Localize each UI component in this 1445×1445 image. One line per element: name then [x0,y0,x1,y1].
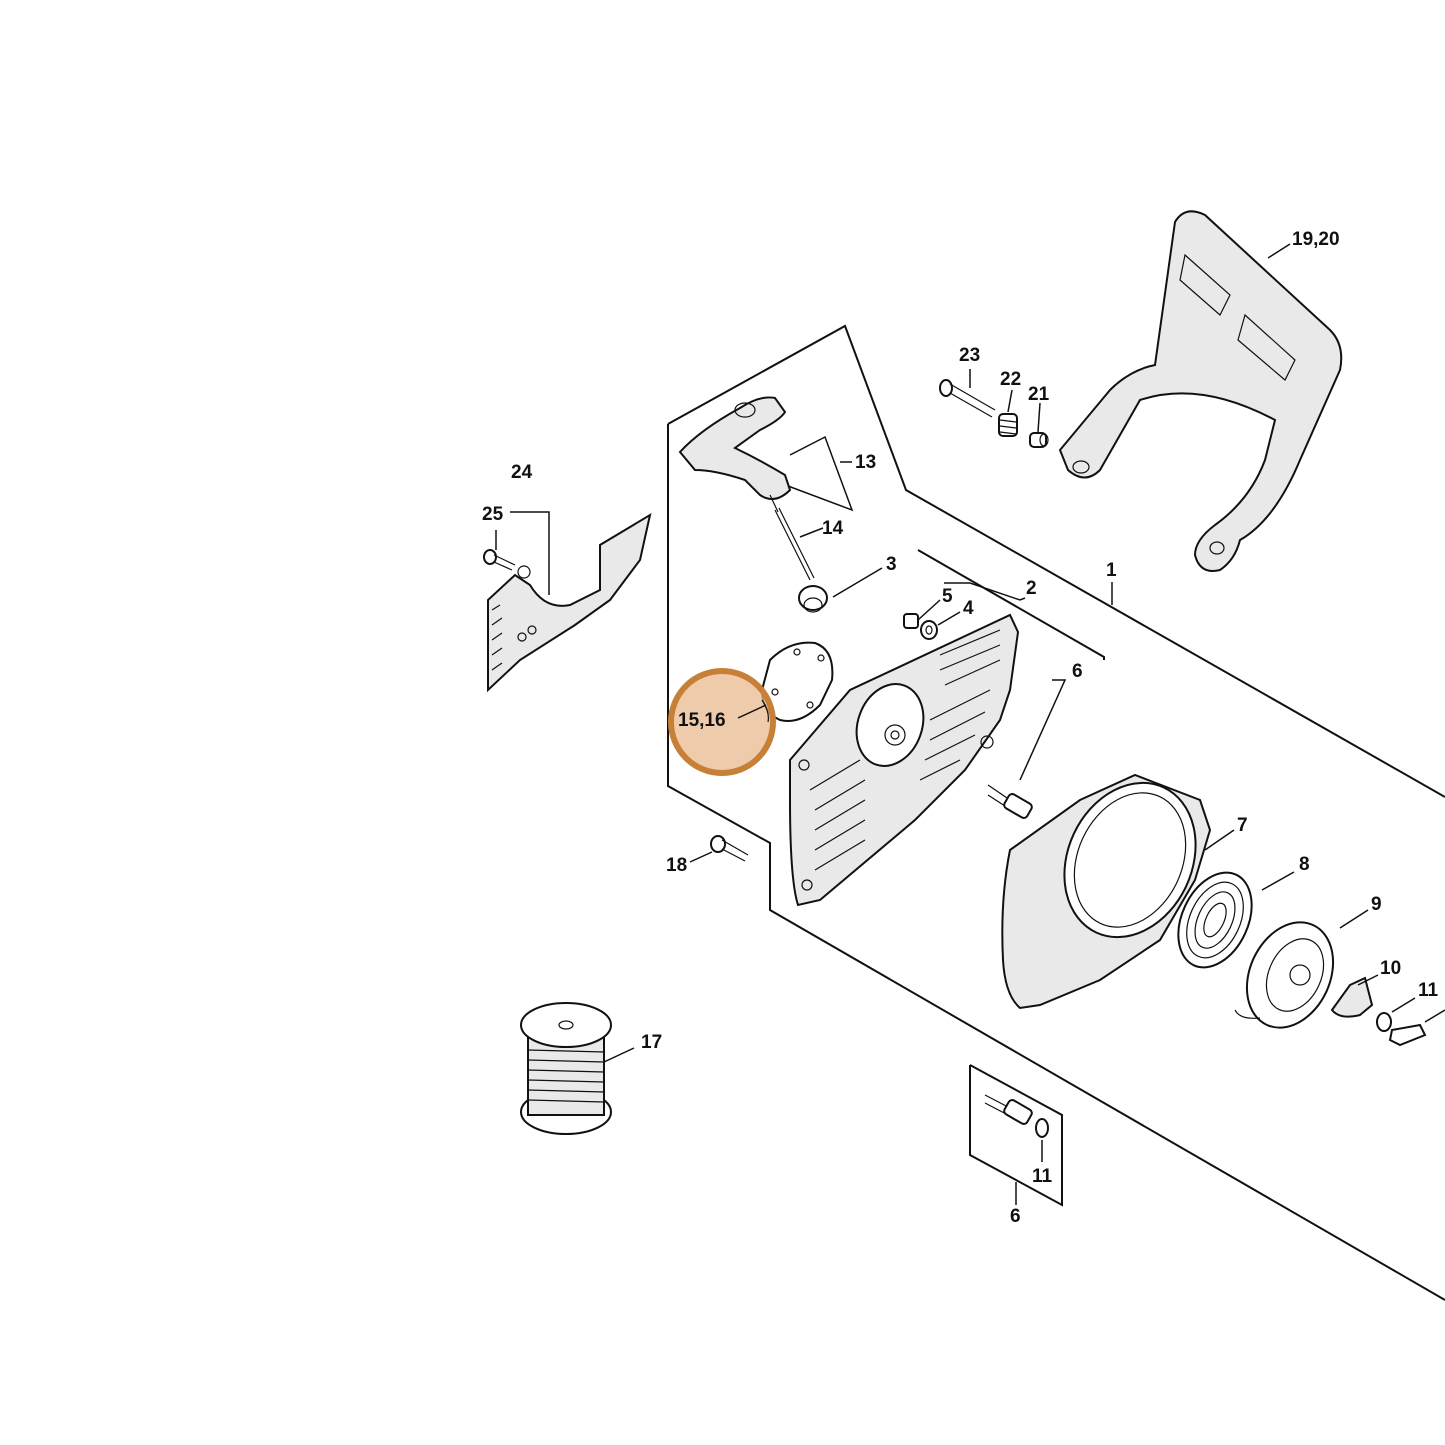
callout-25: 25 [482,504,504,525]
starter-cover-part [1001,773,1212,1010]
starter-rope-part [774,507,815,581]
starter-grip-part [678,396,792,513]
callout-9: 9 [1371,894,1382,915]
sleeve-21-part [1029,432,1049,448]
ring-11-kit-part [1035,1118,1049,1138]
callout-8: 8 [1299,854,1310,875]
callout-4: 4 [963,598,974,619]
callout-21: 21 [1028,384,1050,405]
spring-22-part [998,413,1018,437]
screw-5-part [903,613,919,629]
callout-10: 10 [1380,958,1401,979]
handguard-part [1058,210,1343,572]
callout-11-upper: 11 [1418,980,1439,1001]
callout-23: 23 [959,345,980,366]
rope-rotor-part [1234,921,1335,1029]
callout-2: 2 [1026,578,1037,599]
rope-reel-part [520,1002,612,1135]
bolt-6-kit-part [984,1094,1033,1125]
callout-17: 17 [641,1032,662,1053]
callout-1: 1 [1106,560,1117,581]
screw-25-part [483,549,516,571]
washer-4-part [920,620,938,640]
callout-18: 18 [666,855,687,876]
deflector-24-part [487,512,652,693]
pawl-10-part [1330,976,1374,1018]
callout-14: 14 [822,518,844,539]
callout-3: 3 [886,554,897,575]
rewind-spring-part [1177,871,1253,969]
kit-6-outline [969,1064,1063,1207]
fan-housing-part [789,613,1020,907]
callout-13: 13 [855,452,876,473]
bolt-6-part [987,784,1033,819]
callout-7: 7 [1237,815,1248,836]
spring-clip-11-part [1376,1012,1427,1047]
callout-5: 5 [942,586,953,607]
callout-15-16: 15,16 [678,710,726,731]
callout-22: 22 [1000,369,1021,390]
assembly-1-outline-left [667,424,1445,1301]
callout-24: 24 [511,462,533,483]
highlight-circle [668,668,776,776]
rope-bush-3-part [798,585,828,613]
callout-6-lower: 6 [1010,1206,1021,1227]
assembly-1-outline [667,324,1445,798]
callout-19-20: 19,20 [1292,229,1340,250]
callout-11-lower: 11 [1032,1166,1053,1187]
screw-23-part [939,379,996,418]
screw-18-part [710,835,749,862]
callout-6-upper: 6 [1072,661,1083,682]
